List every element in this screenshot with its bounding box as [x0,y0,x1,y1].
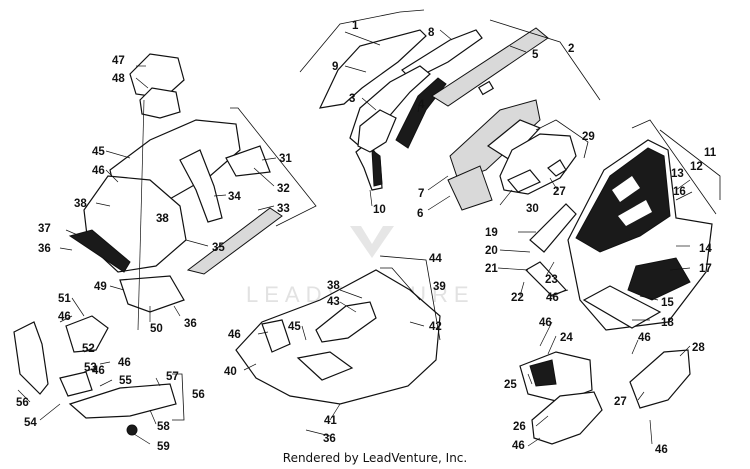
front-nose-assembly [68,53,283,313]
callout-46-pan: 46 [228,329,241,341]
callout-8: 8 [428,27,435,39]
callout-numbers: 1 2 3 4 5 6 7 8 9 10 11 12 13 14 15 16 1… [16,20,717,456]
callout-55: 55 [119,375,132,387]
callout-53: 53 [84,362,97,374]
callout-38-pan: 38 [327,280,340,292]
callout-45-pan: 45 [288,321,301,333]
callout-46-panel: 46 [546,292,559,304]
right-small-panels [519,349,691,445]
callout-38-left: 38 [74,198,87,210]
callout-29: 29 [582,131,595,143]
belly-pan [235,269,441,405]
callout-58: 58 [157,421,170,433]
callout-41: 41 [324,415,337,427]
callout-46-right-bottom: 46 [655,444,668,456]
callout-31: 31 [279,153,292,165]
callout-25: 25 [504,379,517,391]
callout-13: 13 [671,168,684,180]
callout-27-lower: 27 [614,396,627,408]
callout-59: 59 [157,441,170,453]
callout-7: 7 [418,188,424,200]
callout-20: 20 [485,245,498,257]
callout-6: 6 [417,208,423,220]
callout-42: 42 [429,321,442,333]
callout-52: 52 [82,343,95,355]
callout-36-bottom: 36 [323,433,336,445]
left-side-shields [13,315,177,436]
callout-43: 43 [327,296,340,308]
callout-40: 40 [224,366,237,378]
callout-26: 26 [513,421,526,433]
callout-1: 1 [352,20,359,32]
callout-19: 19 [485,227,498,239]
callout-5: 5 [532,49,539,61]
callout-22: 22 [511,292,524,304]
callout-24: 24 [560,332,573,344]
callout-46-extra: 46 [92,365,105,377]
callout-15: 15 [661,297,674,309]
callout-28: 28 [692,342,705,354]
callout-33: 33 [277,203,290,215]
callout-51: 51 [58,293,71,305]
callout-37: 37 [38,223,51,235]
callout-12: 12 [690,161,703,173]
callout-47: 47 [112,55,125,67]
callout-9: 9 [332,61,338,73]
callout-21: 21 [485,263,498,275]
callout-16: 16 [673,186,686,198]
callout-46-right-top: 46 [638,332,651,344]
callout-23: 23 [545,274,558,286]
windshield-assembly [318,27,549,211]
callout-48: 48 [112,73,125,85]
callout-44: 44 [429,253,442,265]
callout-39: 39 [433,281,446,293]
callout-34: 34 [228,191,241,203]
callout-3: 3 [349,93,355,105]
callout-46-shield-top: 46 [58,311,71,323]
callout-46-small-top: 46 [539,317,552,329]
callout-32: 32 [277,183,290,195]
console-panel [499,133,577,195]
callout-35: 35 [212,242,225,254]
callout-17: 17 [699,263,712,275]
callout-49: 49 [94,281,107,293]
side-panel-graphic [525,139,713,331]
callout-11: 11 [704,147,717,159]
callout-45-left: 45 [92,146,105,158]
callout-10: 10 [373,204,386,216]
callout-46-shield-mid: 46 [118,357,131,369]
callout-54: 54 [24,417,37,429]
callout-46-small-bottom: 46 [512,440,525,452]
callout-36-left: 36 [38,243,51,255]
callout-36-middle: 36 [184,318,197,330]
callout-2: 2 [568,43,574,55]
callout-46-nose: 46 [92,165,105,177]
callout-18: 18 [661,317,674,329]
group-brackets [172,9,721,421]
callout-14: 14 [699,243,712,255]
callout-57: 57 [166,371,179,383]
callout-4: 4 [418,99,425,111]
callout-50: 50 [150,323,163,335]
footer-credit: Rendered by LeadVenture, Inc. [282,451,468,465]
callout-56-right: 56 [192,389,205,401]
callout-27-upper: 27 [553,186,566,198]
leader-lines [17,29,693,447]
callout-38-center: 38 [156,213,169,225]
callout-56-left: 56 [16,397,29,409]
callout-30: 30 [526,203,539,215]
